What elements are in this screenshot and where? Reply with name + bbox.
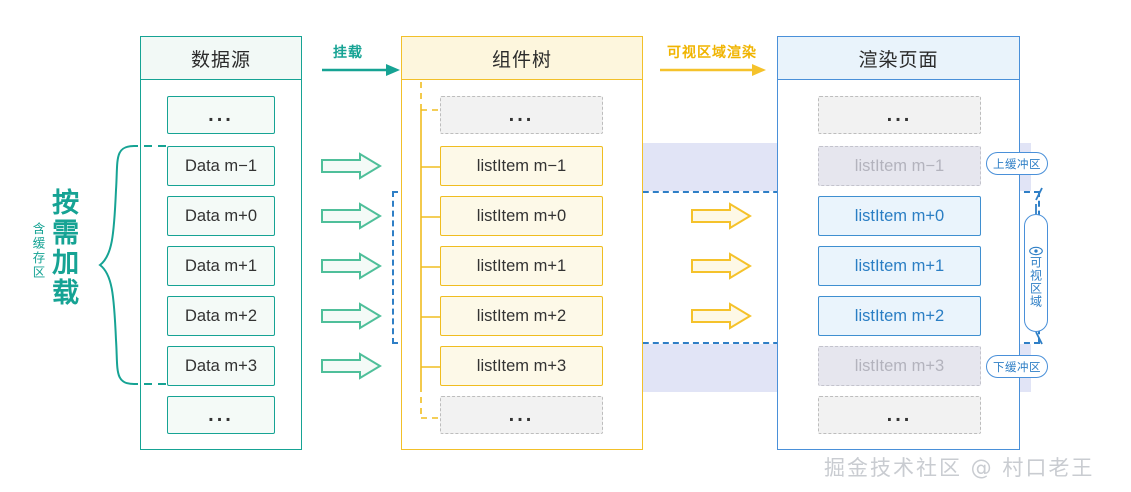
render-arrow-m2 [691,302,752,330]
tree-item-ellipsis-bottom: ... [440,396,603,434]
includes-buffer-label: 含缓存区 [30,222,45,280]
viewport-render-flow-label: 可视区域渲染 [667,44,757,60]
lower-buffer-badge: 下缓冲区 [986,355,1048,378]
render-item-m0[interactable]: listItem m+0 [818,196,981,236]
render-item-ellipsis-top: ... [818,96,981,134]
tree-item-m2[interactable]: listItem m+2 [440,296,603,336]
render-arrow-m0 [691,202,752,230]
tree-item-m0[interactable]: listItem m+0 [440,196,603,236]
tree-item-m1[interactable]: listItem m+1 [440,246,603,286]
render-item-m2[interactable]: listItem m+2 [818,296,981,336]
mount-flow-label: 挂载 [333,44,363,60]
datasource-item-m1[interactable]: Data m+1 [167,246,275,286]
render-item-m3: listItem m+3 [818,346,981,386]
upper-buffer-badge: 上缓冲区 [986,152,1048,175]
column-render-page-header: 渲染页面 [778,37,1019,80]
ondemand-brace [98,145,166,385]
flow-arrow-ds-m2 [321,302,382,330]
flow-arrow-ds-m0 [321,202,382,230]
eye-icon [1029,246,1043,255]
render-item-m-1: listItem m−1 [818,146,981,186]
tree-item-m3[interactable]: listItem m+3 [440,346,603,386]
column-datasource-header: 数据源 [141,37,301,80]
datasource-item-m2[interactable]: Data m+2 [167,296,275,336]
flow-arrow-ds-m3 [321,352,382,380]
column-component-tree-header: 组件树 [402,37,642,80]
viewport-render-arrow-icon [660,64,766,76]
ondemand-load-label: 按需加载 [48,188,79,308]
datasource-item-m3[interactable]: Data m+3 [167,346,275,386]
flow-arrow-ds-m1 [321,252,382,280]
render-arrow-m1 [691,252,752,280]
tree-item-ellipsis-top: ... [440,96,603,134]
datasource-item-ellipsis-top: ... [167,96,275,134]
datasource-item-ellipsis-bottom: ... [167,396,275,434]
flow-arrow-ds-m-1 [321,152,382,180]
viewport-region-badge-label: 可视区域 [1028,255,1043,308]
datasource-item-m0[interactable]: Data m+0 [167,196,275,236]
render-item-m1[interactable]: listItem m+1 [818,246,981,286]
render-item-ellipsis-bottom: ... [818,396,981,434]
watermark: 掘金技术社区 @ 村口老王 [824,456,1095,480]
mount-arrow-icon [322,64,400,76]
tree-item-m-1[interactable]: listItem m−1 [440,146,603,186]
component-tree-connector [420,82,442,419]
datasource-item-m-1[interactable]: Data m−1 [167,146,275,186]
viewport-region-badge: 可视区域 [1024,214,1048,332]
